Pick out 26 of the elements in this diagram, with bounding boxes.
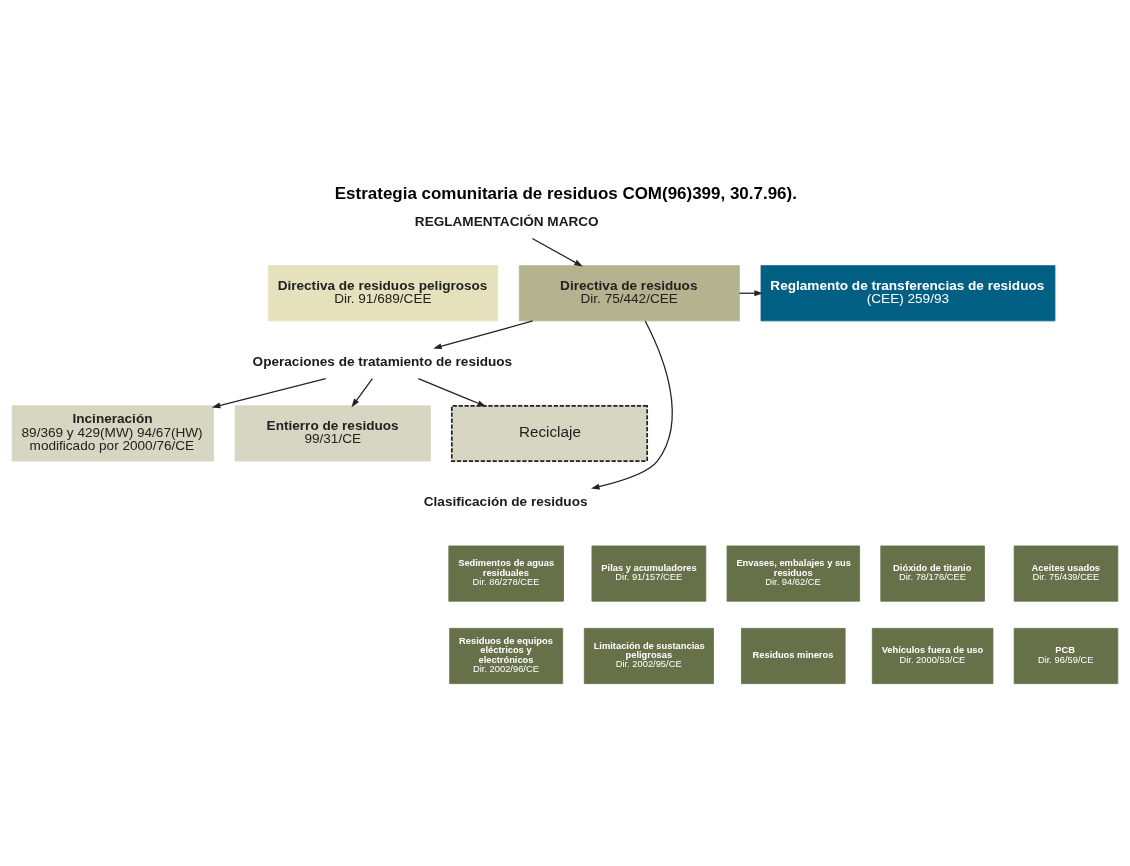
node-box: Vehículos fuera de uso Dir. 2000/53/CE	[871, 627, 994, 685]
node-box: Dióxido de titanio Dir. 78/176/CEE	[880, 545, 985, 602]
node-box: Envases, embalajes y sus residuos Dir. 94/62/CE	[726, 545, 860, 602]
node-box: Limitación de sustancias peligrosas Dir. 2002/95/CE	[583, 627, 714, 685]
arrow	[351, 378, 373, 408]
arrow	[531, 237, 583, 267]
node-box: PCB Dir. 96/59/CE	[1013, 627, 1119, 685]
node-box: Entierro de residuos 99/31/CE	[234, 405, 431, 462]
arrow	[433, 320, 534, 350]
node-text: Clasificación de residuos	[423, 493, 588, 509]
node-box: Directiva de residuos peligrosos Dir. 91/689/CEE	[267, 265, 499, 322]
node-box: Directiva de residuos Dir. 75/442/CEE	[518, 265, 740, 322]
node-box: Pilas y acumuladores Dir. 91/157/CEE	[591, 545, 707, 602]
node-box: Sedimentos de aguas residuales Dir. 86/278/CEE	[448, 545, 564, 602]
diagram-title: Estrategia comunitaria de residuos COM(96)399, 30.7.96).	[334, 183, 797, 203]
node-box: Reciclaje	[450, 404, 649, 462]
node-text: Operaciones de tratamiento de residuos	[252, 353, 513, 369]
arrow	[211, 378, 327, 409]
node-text: REGLAMENTACIÓN MARCO	[414, 213, 599, 229]
arrow	[417, 378, 487, 407]
node-box: Residuos de equipos eléctricos y electrónicos Dir. 2002/96/CE	[449, 627, 564, 685]
node-box: Incineración 89/369 y 429(MW) 94/67(HW) modificado por 2000/76/CE	[11, 405, 214, 462]
arrow	[591, 320, 673, 490]
node-box: Reglamento de transferencias de residuos (CEE) 259/93	[760, 265, 1056, 322]
node-box: Aceites usados Dir. 75/439/CEE	[1013, 545, 1119, 602]
node-box: Residuos mineros	[741, 627, 846, 685]
